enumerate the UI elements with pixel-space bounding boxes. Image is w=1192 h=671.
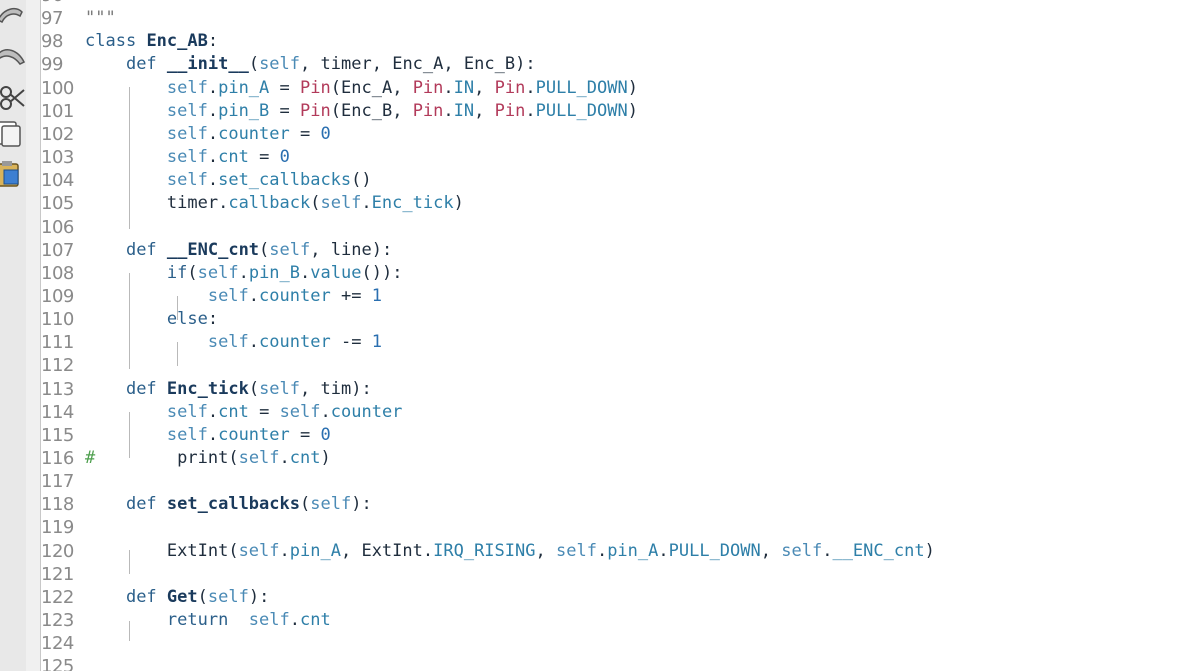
line-number: 113	[41, 378, 74, 400]
code-text: def Get(self):	[125, 586, 270, 607]
code-text: class Enc_AB:	[85, 31, 219, 52]
code-text: self.set_callbacks()	[166, 170, 372, 191]
code-text: self.counter -= 1	[207, 332, 382, 353]
code-line[interactable]: 102 self.counter = 0	[41, 123, 1191, 146]
line-number: 118	[41, 494, 74, 516]
indent-guide	[129, 87, 130, 229]
code-line[interactable]: 110 else:	[41, 308, 1191, 331]
code-line[interactable]: 108 if(self.pin_B.value()):	[41, 262, 1191, 285]
code-text: def __ENC_cnt(self, line):	[125, 239, 393, 260]
code-text: self.counter += 1	[207, 285, 382, 306]
code-text: self.counter = 0	[166, 123, 331, 144]
line-number: 123	[41, 610, 74, 632]
line-number: 111	[41, 332, 74, 354]
line-number: 110	[41, 309, 74, 331]
code-line[interactable]: 123 return self.cnt	[41, 609, 1191, 632]
undo-icon[interactable]	[0, 2, 26, 30]
line-number: 125	[41, 656, 74, 671]
code-text: def set_callbacks(self):	[125, 494, 372, 515]
line-number: 114	[41, 401, 74, 423]
line-number: 103	[41, 147, 74, 169]
code-text: def __init__(self, timer, Enc_A, Enc_B):	[125, 54, 536, 75]
line-number: 124	[41, 633, 74, 655]
code-line[interactable]: 107 def __ENC_cnt(self, line):	[41, 239, 1191, 262]
line-number: 106	[41, 216, 74, 238]
copy-icon[interactable]	[0, 120, 26, 148]
code-line[interactable]: 118 def set_callbacks(self):	[41, 493, 1191, 516]
paste-icon[interactable]	[0, 160, 26, 188]
line-number: 117	[41, 471, 74, 493]
code-line[interactable]: 103 self.cnt = 0	[41, 146, 1191, 169]
line-number: 122	[41, 586, 74, 608]
code-text: self.pin_A = Pin(Enc_A, Pin.IN, Pin.PULL…	[166, 77, 638, 98]
fold-gutter	[26, 0, 40, 671]
line-number: 101	[41, 100, 74, 122]
code-line[interactable]: 109 self.counter += 1	[41, 285, 1191, 308]
indent-guide	[129, 412, 130, 458]
line-number: 99	[41, 54, 63, 76]
code-line[interactable]: 105 timer.callback(self.Enc_tick)	[41, 192, 1191, 215]
code-text: def Enc_tick(self, tim):	[125, 378, 372, 399]
code-text: self.pin_B = Pin(Enc_B, Pin.IN, Pin.PULL…	[166, 100, 638, 121]
code-line[interactable]: 116 # print(self.cnt)	[41, 447, 1191, 470]
code-text: self.counter = 0	[166, 424, 331, 445]
code-line[interactable]: 122 def Get(self):	[41, 586, 1191, 609]
code-line[interactable]: 117	[41, 470, 1191, 493]
code-text: # print(self.cnt)	[85, 448, 331, 468]
code-line[interactable]: 111 self.counter -= 1	[41, 331, 1191, 354]
redo-icon[interactable]	[0, 42, 26, 70]
code-line[interactable]: 96	[41, 0, 1191, 7]
code-text: ExtInt(self.pin_A, ExtInt.IRQ_RISING, se…	[166, 540, 935, 561]
line-number: 97	[41, 8, 63, 30]
indent-guide	[129, 550, 130, 574]
indent-guide	[129, 273, 130, 369]
code-text: self.cnt = 0	[166, 147, 290, 168]
code-line[interactable]: 124	[41, 632, 1191, 655]
cut-icon[interactable]	[0, 84, 26, 112]
code-text: if(self.pin_B.value()):	[166, 262, 403, 283]
code-line[interactable]: 104 self.set_callbacks()	[41, 169, 1191, 192]
code-line[interactable]: 120 ExtInt(self.pin_A, ExtInt.IRQ_RISING…	[41, 540, 1191, 563]
code-line[interactable]: 99 def __init__(self, timer, Enc_A, Enc_…	[41, 53, 1191, 76]
line-number: 104	[41, 170, 74, 192]
code-line[interactable]: 106	[41, 216, 1191, 239]
code-line[interactable]: 115 self.counter = 0	[41, 424, 1191, 447]
code-text: return self.cnt	[166, 610, 331, 631]
editor-toolbar	[0, 0, 26, 671]
line-number: 116	[41, 448, 74, 469]
line-number: 121	[41, 563, 74, 585]
line-number: 102	[41, 123, 74, 145]
indent-guide	[129, 621, 130, 641]
indent-guide	[177, 296, 178, 320]
code-line[interactable]: 112	[41, 354, 1191, 377]
code-line[interactable]: 121	[41, 563, 1191, 586]
code-line[interactable]: 125	[41, 655, 1191, 671]
indent-guide	[177, 342, 178, 366]
code-text: timer.callback(self.Enc_tick)	[166, 193, 464, 214]
code-text: self.cnt = self.counter	[166, 401, 403, 422]
line-number: 109	[41, 285, 74, 307]
code-line[interactable]: 97 """	[41, 7, 1191, 30]
line-number: 107	[41, 239, 74, 261]
code-text: else:	[166, 309, 219, 330]
line-number: 120	[41, 540, 74, 562]
code-line[interactable]: 114 self.cnt = self.counter	[41, 401, 1191, 424]
line-number: 115	[41, 424, 74, 446]
code-line[interactable]: 100 self.pin_A = Pin(Enc_A, Pin.IN, Pin.…	[41, 77, 1191, 100]
line-number: 96	[41, 0, 81, 7]
line-number: 112	[41, 355, 74, 377]
code-text: """	[85, 8, 116, 29]
code-line[interactable]: 101 self.pin_B = Pin(Enc_B, Pin.IN, Pin.…	[41, 100, 1191, 123]
line-number: 105	[41, 193, 74, 215]
line-number: 98	[41, 31, 63, 53]
line-number: 100	[41, 77, 74, 99]
line-number: 108	[41, 262, 74, 284]
code-line[interactable]: 113 def Enc_tick(self, tim):	[41, 378, 1191, 401]
code-line[interactable]: 98 class Enc_AB:	[41, 30, 1191, 53]
code-line[interactable]: 119	[41, 516, 1191, 539]
line-number: 119	[41, 517, 74, 539]
